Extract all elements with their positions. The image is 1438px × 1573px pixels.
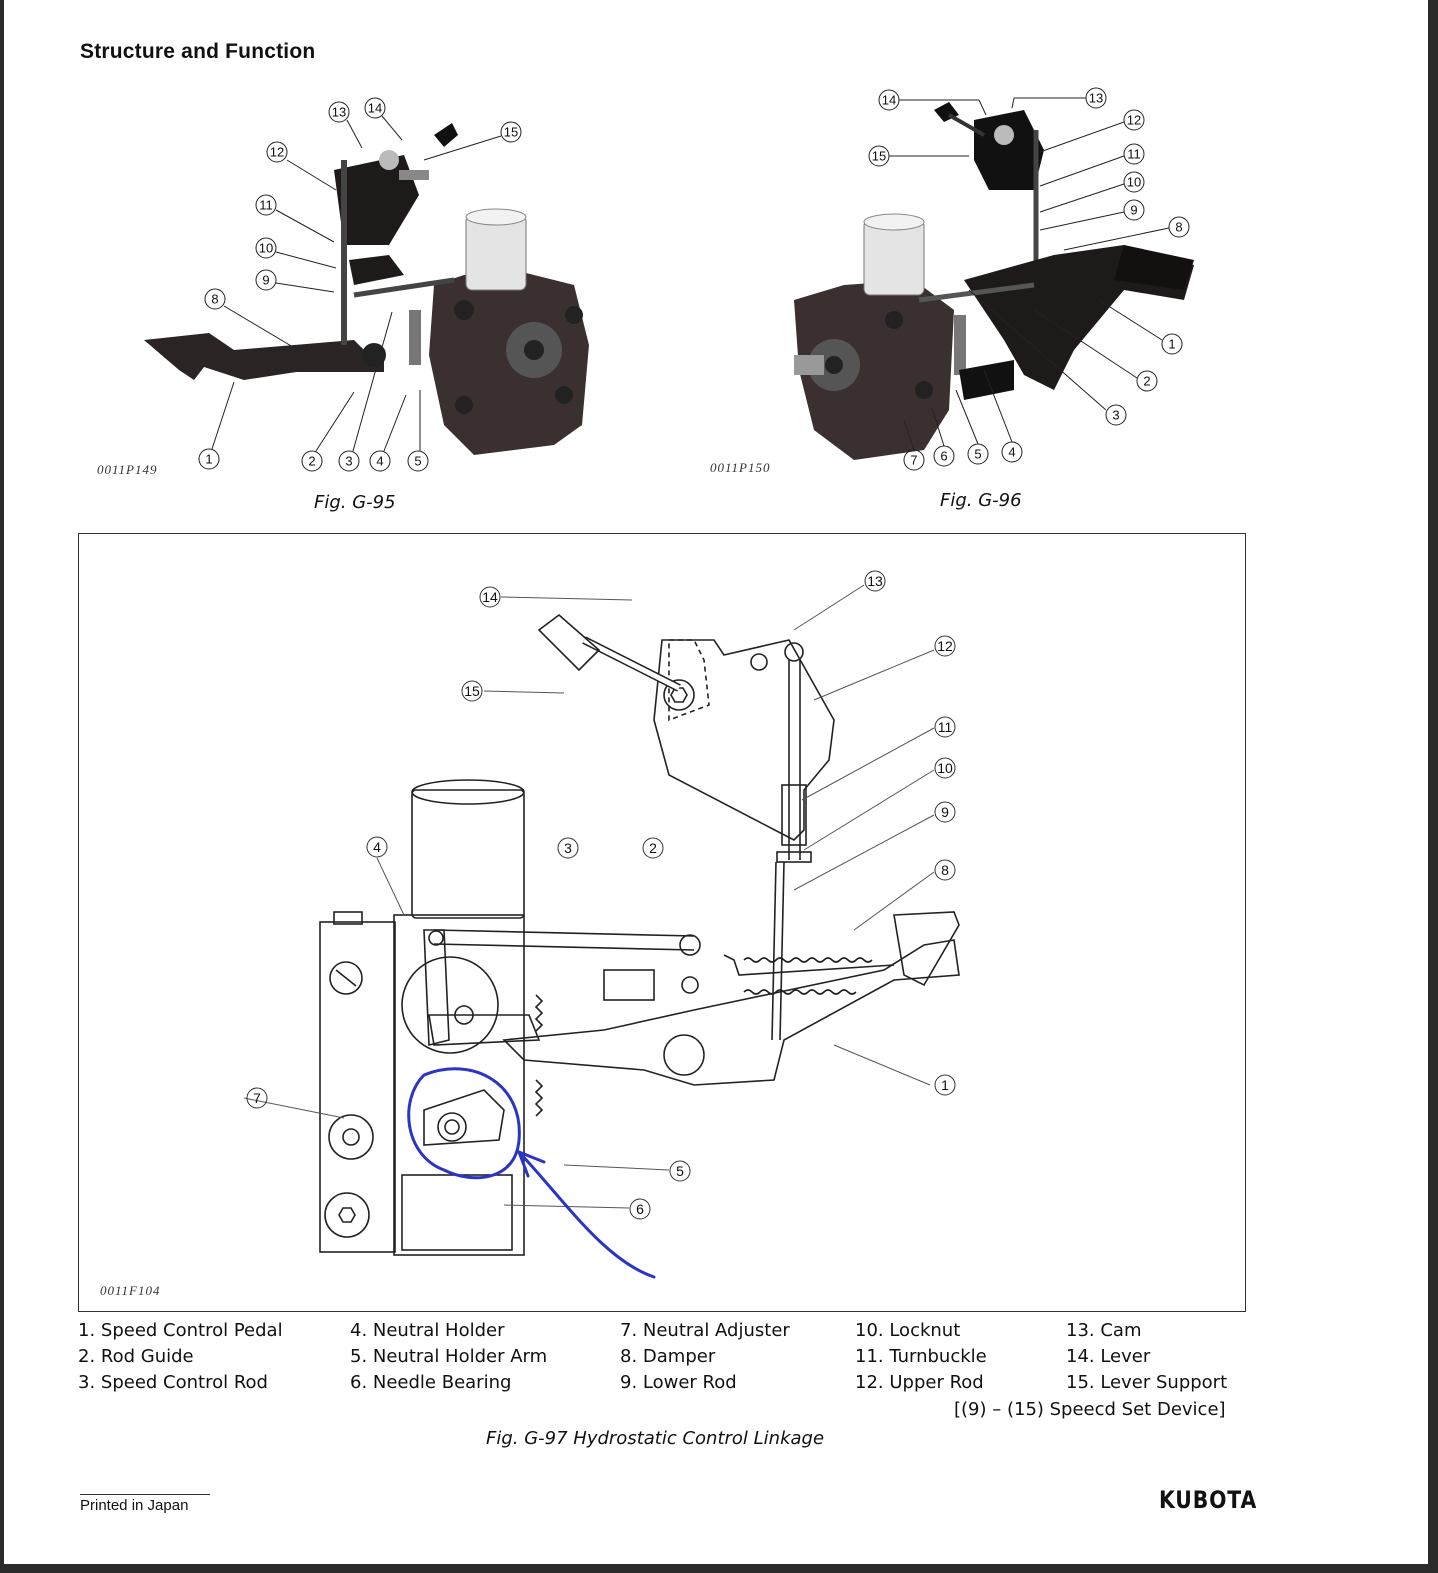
callout-1: 1	[205, 452, 212, 467]
fig-g96-code: 0011P150	[710, 460, 771, 475]
photo-callouts: 13 14 15 12 11 10 9 8 1 2 3 4 5 14 13 12…	[198, 87, 1190, 472]
legend-column-1: 1. Speed Control Pedal 2. Rod Guide 3. S…	[78, 1318, 283, 1396]
g97-callout-14: 14	[482, 589, 498, 605]
legend-item: 9. Lower Rod	[620, 1372, 737, 1393]
legend-column-3: 7. Neutral Adjuster 8. Damper 9. Lower R…	[620, 1318, 790, 1396]
callout-13: 13	[1089, 91, 1103, 106]
g97-callout-13: 13	[867, 573, 883, 589]
g97-callout-12: 12	[937, 638, 953, 654]
legend-item: 13. Cam	[1066, 1320, 1142, 1341]
fig-g96-photo	[794, 102, 1194, 460]
legend-item: 2. Rod Guide	[78, 1346, 194, 1367]
legend-item: 5. Neutral Holder Arm	[350, 1346, 548, 1367]
g97-callout-10: 10	[937, 760, 953, 776]
callout-8: 8	[211, 292, 218, 307]
g97-callout-5: 5	[676, 1163, 684, 1179]
fig-g97-frame	[78, 533, 1246, 1312]
fig-g97-code: 0011F104	[100, 1283, 161, 1298]
callout-5: 5	[414, 454, 421, 469]
g97-callout-6: 6	[636, 1201, 644, 1217]
callout-15: 15	[504, 125, 518, 140]
callout-13: 13	[332, 105, 346, 120]
legend-item: 15. Lever Support	[1066, 1372, 1228, 1393]
legend-item: 8. Damper	[620, 1346, 716, 1367]
printed-in-label: Printed in Japan	[80, 1494, 210, 1514]
section-heading: Structure and Function	[80, 40, 316, 63]
fig-g96-caption: Fig. G-96	[940, 490, 1022, 511]
callout-4: 4	[1008, 445, 1015, 460]
g97-callout-2: 2	[649, 840, 657, 856]
callout-1: 1	[1168, 337, 1175, 352]
callout-3: 3	[345, 454, 352, 469]
kubota-logo: KUBOTA	[1159, 1486, 1258, 1514]
g97-callout-4: 4	[373, 839, 381, 855]
callout-4: 4	[376, 454, 383, 469]
legend-item: 11. Turnbuckle	[855, 1346, 987, 1367]
fig-g95-photo	[144, 123, 589, 455]
manual-page: Structure and Function	[4, 0, 1428, 1564]
callout-8: 8	[1175, 220, 1182, 235]
callout-14: 14	[368, 101, 382, 116]
g97-callout-7: 7	[253, 1090, 261, 1106]
fig-g95-caption: Fig. G-95	[314, 492, 396, 513]
g97-callout-1: 1	[941, 1077, 949, 1093]
legend-column-4: 10. Locknut 11. Turnbuckle 12. Upper Rod	[855, 1318, 987, 1396]
legend-item: 12. Upper Rod	[855, 1372, 984, 1393]
legend-item: 10. Locknut	[855, 1320, 961, 1341]
hand-drawn-annotation	[407, 1067, 656, 1279]
callout-2: 2	[1143, 374, 1150, 389]
legend-item: 4. Neutral Holder	[350, 1320, 505, 1341]
callout-11: 11	[259, 198, 273, 213]
callout-14: 14	[882, 93, 896, 108]
legend-column-5: 13. Cam 14. Lever 15. Lever Support	[1066, 1318, 1227, 1396]
callout-7: 7	[910, 453, 917, 468]
legend-note: [(9) – (15) Speecd Set Device]	[954, 1399, 1226, 1420]
callout-3: 3	[1112, 408, 1119, 423]
fig-g95-code: 0011P149	[97, 462, 158, 477]
g97-callout-3: 3	[564, 840, 572, 856]
legend-item: 1. Speed Control Pedal	[78, 1320, 283, 1341]
legend-column-2: 4. Neutral Holder 5. Neutral Holder Arm …	[350, 1318, 547, 1396]
g97-callout-11: 11	[938, 719, 953, 735]
fig-g97-drawing: 14 15 13 12 11 10 9 8 4 3 2 1 7 5 6	[243, 570, 960, 1279]
fig-g97-caption: Fig. G-97 Hydrostatic Control Linkage	[486, 1428, 825, 1449]
legend-item: 14. Lever	[1066, 1346, 1151, 1367]
callout-9: 9	[262, 273, 269, 288]
legend-item: 7. Neutral Adjuster	[620, 1320, 790, 1341]
callout-5: 5	[974, 447, 981, 462]
legend-item: 6. Needle Bearing	[350, 1372, 512, 1393]
callout-12: 12	[1127, 113, 1141, 128]
callout-15: 15	[872, 149, 886, 164]
callout-12: 12	[270, 145, 284, 160]
callout-6: 6	[940, 449, 947, 464]
g97-callout-15: 15	[464, 683, 480, 699]
g97-callout-8: 8	[941, 862, 949, 878]
callout-9: 9	[1130, 203, 1137, 218]
callout-2: 2	[308, 454, 315, 469]
legend-item: 3. Speed Control Rod	[78, 1372, 268, 1393]
callout-10: 10	[1127, 175, 1141, 190]
callout-11: 11	[1127, 147, 1141, 162]
callout-10: 10	[259, 241, 273, 256]
g97-callout-9: 9	[941, 804, 949, 820]
